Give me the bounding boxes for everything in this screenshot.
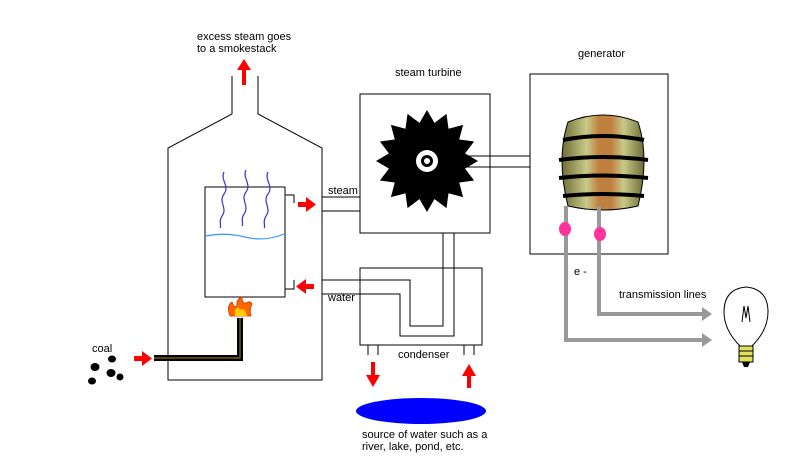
electron-label: e - <box>574 266 587 278</box>
water-arrow <box>296 279 314 294</box>
water-surface <box>205 233 285 240</box>
coal-label: coal <box>92 343 112 355</box>
smokestack-arrow <box>237 59 251 85</box>
transmission-arrow-upper <box>702 307 712 321</box>
transmission-lines-label: transmission lines <box>619 289 707 301</box>
condenser-outflow-arrow <box>366 362 380 387</box>
steam-label: steam <box>328 185 358 197</box>
condenser-label: condenser <box>398 349 450 361</box>
generator-label: generator <box>578 48 625 60</box>
steam-arrow <box>298 197 316 212</box>
smokestack-label-line2: to a smokestack <box>197 43 277 55</box>
water-label: water <box>327 292 355 304</box>
coal-feed-arrow <box>134 351 152 366</box>
coal-lumps <box>88 355 124 385</box>
vapor-lines <box>219 169 271 229</box>
generator-node-right <box>594 227 606 241</box>
generator-barrel <box>558 114 649 211</box>
steam-turbine-label: steam turbine <box>395 67 462 79</box>
water-source-label-line1: source of water such as a <box>362 429 488 441</box>
smokestack-label-line1: excess steam goes <box>197 31 292 43</box>
transmission-arrow-lower <box>702 333 712 347</box>
generator-node-left <box>559 222 571 236</box>
steam-pipe <box>285 194 360 290</box>
coal-feed-pipe <box>154 318 243 361</box>
condenser-inflow-arrow <box>462 364 476 388</box>
gear-hub-center <box>424 158 430 164</box>
transmission-lines <box>564 206 704 342</box>
condenser-piping <box>322 233 483 355</box>
light-bulb-icon <box>723 286 769 367</box>
boiler-housing <box>167 76 323 381</box>
burner-flame <box>228 296 253 317</box>
water-source-pool <box>356 398 486 424</box>
water-source-label-line2: river, lake, pond, etc. <box>362 441 464 453</box>
